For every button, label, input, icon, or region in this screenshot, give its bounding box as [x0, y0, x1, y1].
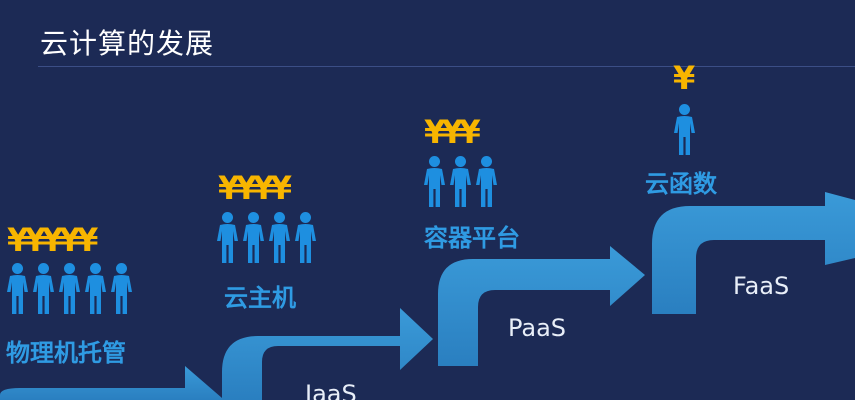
stage-label-1: 云主机 — [224, 284, 296, 312]
cost-stage-0: ¥¥¥¥¥ — [7, 221, 98, 259]
person-icon — [7, 263, 28, 314]
stage-label-0: 物理机托管 — [6, 339, 126, 367]
arrow-step-0 — [0, 366, 222, 400]
person-icon — [424, 156, 445, 207]
person-icon — [269, 212, 290, 263]
people-stage-3 — [673, 104, 696, 156]
person-icon — [450, 156, 471, 207]
people-stage-1 — [216, 212, 317, 264]
arrow-step-3 — [652, 192, 855, 314]
person-icon — [85, 263, 106, 314]
people-stage-0 — [6, 263, 133, 315]
person-icon — [674, 104, 695, 155]
stage-label-3: 云函数 — [645, 170, 717, 198]
step-label-faas: FaaS — [733, 272, 790, 300]
person-icon — [476, 156, 497, 207]
cost-stage-3: ¥ — [673, 59, 695, 97]
stage-label-2: 容器平台 — [424, 224, 520, 252]
arrow-step-1 — [222, 308, 433, 400]
person-icon — [111, 263, 132, 314]
step-label-iaas: IaaS — [305, 380, 357, 400]
person-icon — [295, 212, 316, 263]
people-stage-2 — [423, 156, 498, 208]
person-icon — [33, 263, 54, 314]
cost-stage-1: ¥¥¥¥ — [218, 169, 292, 207]
person-icon — [243, 212, 264, 263]
person-icon — [217, 212, 238, 263]
arrow-step-2 — [438, 246, 645, 366]
slide-title: 云计算的发展 — [40, 27, 215, 60]
title-divider — [38, 66, 855, 67]
person-icon — [59, 263, 80, 314]
step-label-paas: PaaS — [508, 314, 567, 342]
cost-stage-2: ¥¥¥ — [424, 113, 481, 151]
